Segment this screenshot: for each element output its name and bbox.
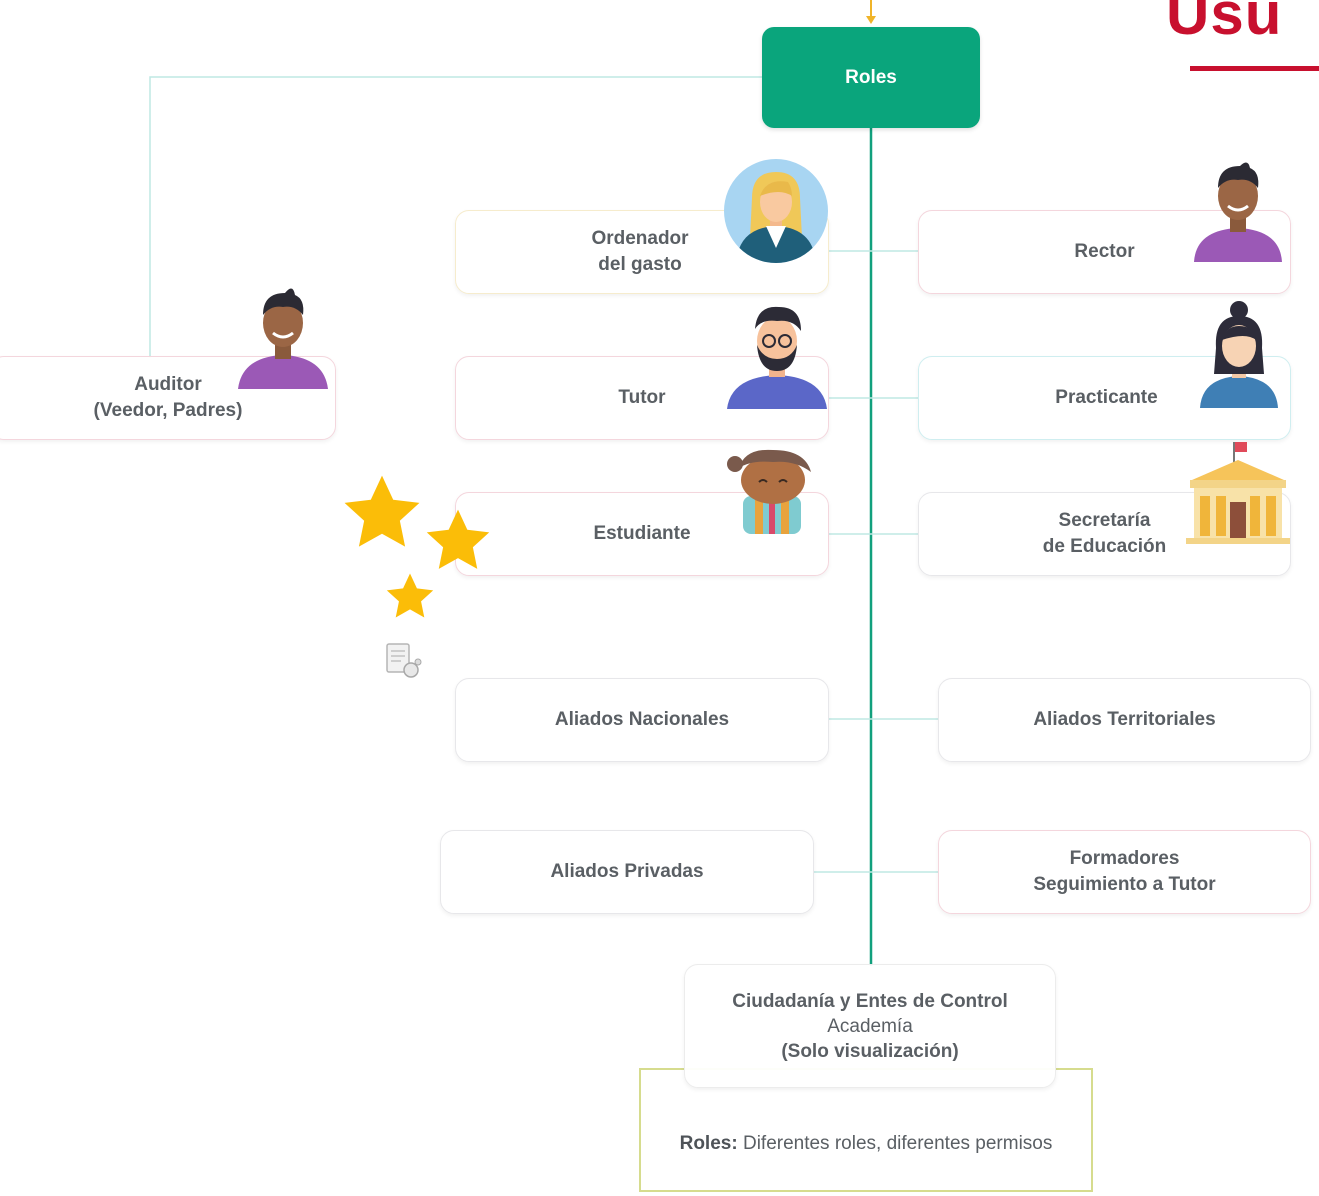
node-aliados-privadas[interactable]: Aliados Privadas: [440, 830, 814, 914]
ciudadania-subtitle: Academía: [827, 1015, 913, 1037]
page-title-fragment: Usu: [1166, 0, 1283, 47]
roles-root-node[interactable]: Roles: [762, 27, 980, 128]
star-icon: [384, 570, 436, 622]
node-label: Rector: [1074, 241, 1135, 262]
node-label: Auditor (Veedor, Padres): [93, 374, 243, 421]
ciudadania-title: Ciudadanía y Entes de Control: [732, 990, 1008, 1012]
child-avatar: [725, 446, 815, 534]
woman-bun-avatar: [1196, 300, 1282, 408]
star-icon: [423, 505, 493, 575]
node-formadores[interactable]: Formadores Seguimiento a Tutor: [938, 830, 1311, 914]
node-label: Tutor: [618, 387, 666, 408]
bearded-man-avatar: [727, 303, 827, 409]
man-avatar: [1192, 158, 1284, 262]
down-arrow-icon: [864, 0, 878, 31]
ciudadania-note: (Solo visualización): [781, 1040, 959, 1062]
document-icon: [385, 642, 423, 685]
roles-note-bold: Roles:: [679, 1133, 738, 1154]
man-avatar: [236, 283, 330, 389]
node-label: Aliados Privadas: [550, 861, 704, 882]
node-label: Practicante: [1055, 387, 1158, 408]
node-label: Estudiante: [593, 523, 691, 544]
node-label: Secretaría de Educación: [1042, 510, 1167, 557]
node-label: Aliados Nacionales: [554, 709, 730, 730]
node-label: Formadores Seguimiento a Tutor: [1033, 848, 1216, 895]
star-icon: [340, 470, 424, 554]
node-label: Aliados Territoriales: [1033, 709, 1216, 730]
title-underline: [1190, 66, 1319, 71]
roles-note-text: Roles: Diferentes roles, diferentes perm…: [680, 1131, 1053, 1156]
roles-root-label: Roles: [845, 66, 897, 88]
node-label: Ordenador del gasto: [591, 228, 689, 275]
node-aliados-nacionales[interactable]: Aliados Nacionales: [455, 678, 829, 762]
node-aliados-territoriales[interactable]: Aliados Territoriales: [938, 678, 1311, 762]
woman-blonde-avatar: [722, 158, 830, 264]
roles-note-body: Diferentes roles, diferentes permisos: [737, 1133, 1053, 1154]
school-building-icon: [1186, 440, 1290, 544]
node-ciudadania[interactable]: Ciudadanía y Entes de Control Academía (…: [684, 964, 1056, 1088]
roles-note-box: Roles: Diferentes roles, diferentes perm…: [639, 1068, 1093, 1192]
